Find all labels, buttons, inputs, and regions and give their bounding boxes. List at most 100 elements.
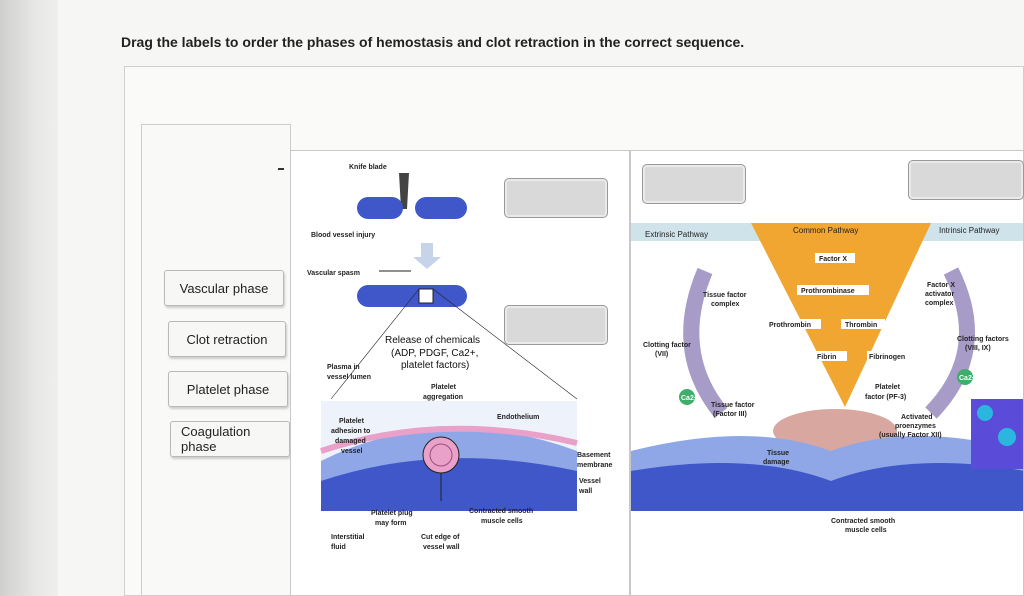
- label-vascular-phase[interactable]: Vascular phase: [164, 270, 284, 306]
- common-text: Common Pathway: [793, 226, 858, 235]
- release-line3: platelet factors): [401, 360, 469, 371]
- smooth-line1: Contracted smooth: [831, 518, 895, 525]
- micrograph-cell-1: [977, 405, 993, 421]
- platelet-plug-inner: [429, 443, 453, 467]
- blood-vessel-injury-text: Blood vessel injury: [311, 232, 375, 239]
- label-clot-retraction[interactable]: Clot retraction: [168, 321, 286, 357]
- drop-target-4[interactable]: [908, 160, 1024, 200]
- endothelium-layer: [320, 425, 578, 454]
- plasma-line1: Plasma in: [327, 364, 360, 371]
- fibrinogen-box: [867, 351, 915, 361]
- plug-line1: Platelet plug: [371, 510, 413, 517]
- ca-icon-right: [957, 369, 973, 385]
- tissue-damage-line1: Tissue: [767, 450, 789, 457]
- clotting-vii-line1: Clotting factor: [643, 342, 691, 349]
- activated-line2: proenzymes: [895, 423, 936, 430]
- intrinsic-text: Intrinsic Pathway: [939, 226, 999, 235]
- label-coagulation-phase[interactable]: Coagulation phase: [170, 421, 290, 457]
- vessel-spasm: [357, 285, 467, 307]
- activated-line3: (usually Factor XII): [879, 432, 942, 439]
- ca-text-left: Ca2+: [681, 395, 698, 402]
- figure2-svg: Extrinsic Pathway Common Pathway Intrins…: [631, 223, 1023, 595]
- smooth-line2: muscle cells: [481, 518, 523, 525]
- ca-icon-left: [679, 389, 695, 405]
- figure-vascular-platelet: Knife blade Blood vessel injury Vascular…: [290, 150, 630, 596]
- instruction-text: Drag the labels to order the phases of h…: [121, 34, 745, 50]
- vessel-wall-line1: Vessel: [579, 478, 601, 485]
- clotting-viii-line2: (VIII, IX): [965, 345, 991, 352]
- adhesion-line4: vessel: [341, 448, 362, 455]
- prothrombinase-text: Prothrombinase: [801, 288, 855, 295]
- tissue-damage-line2: damage: [763, 459, 790, 466]
- thrombin-text: Thrombin: [845, 322, 877, 329]
- vessel-wall-line2: wall: [578, 488, 592, 495]
- tissue-factor-line2: complex: [711, 301, 740, 308]
- platelet-factor-line2: factor (PF-3): [865, 394, 906, 401]
- interstitial-line1: Interstitial: [331, 534, 365, 541]
- fibrin-box: [811, 351, 847, 361]
- smooth-muscle-layer: [321, 458, 577, 511]
- aggregation-line2: aggregation: [423, 394, 463, 401]
- label-platelet-phase[interactable]: Platelet phase: [168, 371, 288, 407]
- factor-x-text: Factor X: [819, 256, 847, 263]
- knife-blade-text: Knife blade: [349, 164, 387, 171]
- figure-coagulation: Extrinsic Pathway Common Pathway Intrins…: [630, 150, 1024, 596]
- release-line1: Release of chemicals: [385, 335, 480, 346]
- extrinsic-text: Extrinsic Pathway: [645, 230, 708, 239]
- basement-line2: membrane: [577, 462, 613, 469]
- window-edge: [0, 0, 58, 596]
- factor-x-activator-line3: complex: [925, 300, 954, 307]
- thrombin-box: [841, 319, 885, 329]
- dash-mark: [278, 168, 284, 170]
- factor-x-activator-line2: activator: [925, 291, 954, 298]
- vessel-left-segment: [357, 197, 403, 219]
- prothrombin-text: Prothrombin: [769, 322, 811, 329]
- drop-target-1[interactable]: [504, 178, 608, 218]
- activated-line1: Activated: [901, 414, 933, 421]
- vessel-right-segment: [415, 197, 467, 219]
- vascular-spasm-text: Vascular spasm: [307, 270, 360, 277]
- aggregation-line1: Platelet: [431, 384, 457, 391]
- prothrombin-box: [767, 319, 821, 329]
- label-bank: [141, 124, 291, 596]
- tissue-factor-line1: Tissue factor: [703, 292, 747, 299]
- vessel-spasm-inset: [418, 288, 434, 304]
- cut-line1: Cut edge of: [421, 534, 460, 541]
- plug-line2: may form: [375, 520, 407, 527]
- interstitial-line2: fluid: [331, 544, 346, 551]
- tissue-factor3-line2: (Factor III): [713, 411, 747, 418]
- adhesion-line1: Platelet: [339, 418, 365, 425]
- figure1-svg: Knife blade Blood vessel injury Vascular…: [307, 164, 613, 551]
- factor-x-activator-line1: Factor X: [927, 282, 955, 289]
- cut-line2: vessel wall: [423, 544, 460, 551]
- basement-line1: Basement: [577, 452, 611, 459]
- release-line2: (ADP, PDGF, Ca2+,: [391, 348, 478, 359]
- clotting-viii-line1: Clotting factors: [957, 336, 1009, 343]
- clotting-vii-line2: (VII): [655, 351, 668, 358]
- ca-text-right: Ca2+: [959, 375, 976, 382]
- smooth-line1: Contracted smooth: [469, 508, 533, 515]
- plasma-line2: vessel lumen: [327, 374, 371, 381]
- factor-x-box: [815, 253, 855, 263]
- extrinsic-arrow: [683, 267, 728, 419]
- adhesion-line3: damaged: [335, 438, 366, 445]
- platelet-factor-line1: Platelet: [875, 384, 901, 391]
- smooth-line2: muscle cells: [845, 527, 887, 534]
- drop-target-3[interactable]: [642, 164, 746, 204]
- micrograph-cell-2: [998, 428, 1016, 446]
- lower-white-area: [631, 511, 1023, 595]
- adhesion-line2: adhesion to: [331, 428, 370, 435]
- endothelium-text: Endothelium: [497, 414, 539, 421]
- drop-target-2[interactable]: [504, 305, 608, 345]
- tissue-factor3-line1: Tissue factor: [711, 402, 755, 409]
- interstitial-gap: [321, 511, 577, 521]
- zoom-leader-left: [330, 288, 420, 400]
- prothrombinase-box: [797, 285, 869, 295]
- platelet-plug: [422, 436, 460, 474]
- fibrin-text: Fibrin: [817, 354, 836, 361]
- common-pathway-funnel: [751, 223, 931, 407]
- fibrinogen-text: Fibrinogen: [869, 354, 905, 361]
- intrinsic-arrow: [925, 267, 975, 419]
- down-arrow-icon: [413, 243, 441, 269]
- knife-blade-icon: [399, 173, 409, 209]
